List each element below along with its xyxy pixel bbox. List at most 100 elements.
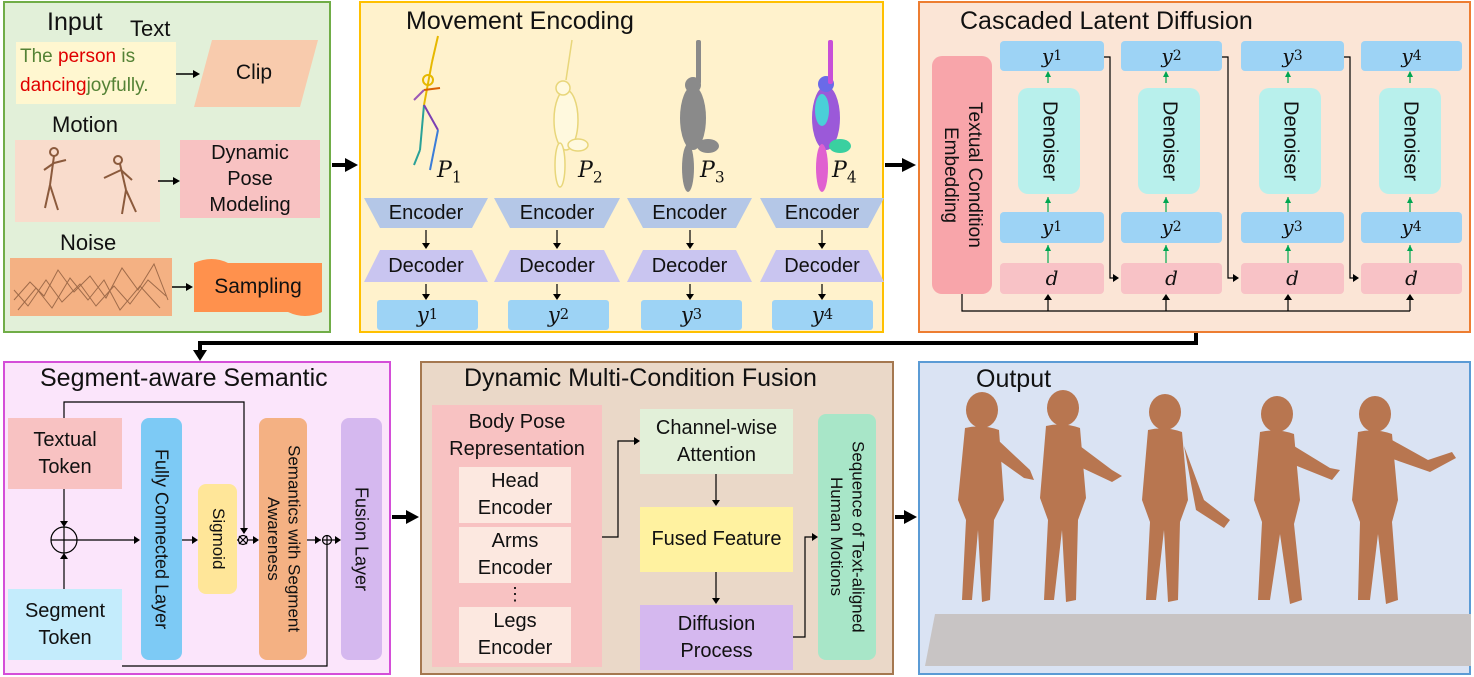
- pose-label-4: P4: [832, 158, 857, 187]
- encoder-shape-1: [364, 198, 488, 228]
- latent-shape-4: [772, 300, 873, 330]
- pose-label-2: P2: [578, 158, 603, 187]
- human-figure-5: [1352, 396, 1456, 604]
- clip-label: Clip: [235, 60, 273, 84]
- denoiser-4: Denoiser: [1379, 88, 1441, 194]
- fusion-layer: Fusion Layer: [341, 418, 382, 660]
- decoder-shape-3: [627, 250, 752, 282]
- segment-token: Segment Token: [8, 589, 122, 660]
- latent-shape-2: [508, 300, 609, 330]
- segment-title: Segment-aware Semantic: [40, 364, 328, 392]
- noise-texture: [13, 262, 169, 311]
- encoder-3: Encoder: [652, 201, 727, 224]
- sampling-shape: [194, 259, 322, 316]
- ellipsis: ⋮: [506, 583, 524, 604]
- ground-plane: [925, 614, 1471, 666]
- human-figure-1: [958, 392, 1034, 602]
- human-figure-3: [1142, 394, 1230, 602]
- input-title: Input: [47, 8, 103, 36]
- human-figure-4: [1254, 396, 1340, 604]
- fusion-title: Dynamic Multi-Condition Fusion: [464, 364, 817, 392]
- arms-encoder: Arms Encoder: [459, 527, 571, 583]
- word-dancing: dancing: [20, 75, 87, 96]
- denoiser-1: Denoiser: [1018, 88, 1080, 194]
- textual-condition-embedding: Textual Condition Embedding: [932, 56, 992, 294]
- sigmoid-box: Sigmoid: [198, 484, 237, 594]
- word-is: is: [121, 46, 136, 67]
- encoder-1: Encoder: [388, 201, 464, 224]
- head-encoder: Head Encoder: [459, 467, 571, 523]
- noise-thumbnail: [10, 258, 172, 316]
- denoiser-2: Denoiser: [1138, 88, 1200, 194]
- channel-wise-attention: Channel-wise Attention: [640, 409, 793, 474]
- d-box-1: d: [1000, 263, 1104, 294]
- text-prompt: The person is dancingjoyfully.: [16, 42, 176, 104]
- colored-mesh-pose-figure: [812, 40, 851, 192]
- decoder-shape-2: [494, 250, 620, 282]
- word-the: The: [20, 46, 53, 67]
- encoder-shape-3: [627, 198, 752, 228]
- motion-stick-figures: [43, 147, 137, 215]
- diffusion-title: Cascaded Latent Diffusion: [960, 7, 1253, 35]
- dpm-shape: [180, 140, 320, 218]
- output-title: Output: [976, 365, 1052, 393]
- movement-title: Movement Encoding: [406, 7, 634, 35]
- text-aligned-motion-sequence: Sequence of Text-aligned Human Motions: [818, 414, 876, 660]
- human-figure-2: [1040, 390, 1122, 602]
- decoder-shape-1: [364, 250, 488, 282]
- encoder-shape-2: [494, 198, 620, 228]
- sampling-label: Sampling: [214, 274, 302, 298]
- decoder-4: Decoder: [784, 255, 860, 277]
- gray-mesh-pose-figure: [680, 40, 719, 192]
- legs-encoder: Legs Encoder: [459, 607, 571, 663]
- d-box-3: d: [1241, 263, 1344, 294]
- noise-label: Noise: [60, 230, 117, 255]
- encoder-4: Encoder: [784, 201, 860, 224]
- wireframe-pose-figure: [553, 39, 589, 188]
- decoder-shape-4: [760, 250, 884, 282]
- diffusion-process: Diffusion Process: [640, 605, 793, 670]
- human-motion-figures: [958, 390, 1456, 604]
- denoiser-3: Denoiser: [1259, 88, 1321, 194]
- decoder-2: Decoder: [519, 255, 595, 277]
- fully-connected-layer: Fully Connected Layer: [141, 418, 182, 660]
- d-box-2: d: [1121, 263, 1222, 294]
- pose-label-3: P3: [700, 158, 725, 187]
- textual-token: Textual Token: [8, 418, 122, 489]
- clip-shape: [194, 40, 318, 107]
- text-label: Text: [130, 16, 171, 41]
- d-box-4: d: [1361, 263, 1462, 294]
- motion-label: Motion: [52, 112, 119, 137]
- word-joyfully: joyfully.: [86, 75, 149, 96]
- body-pose-label: Body Pose Representation: [449, 411, 585, 460]
- dpm-label: Dynamic Pose Modeling: [209, 142, 291, 216]
- motion-thumbnail: [15, 140, 160, 222]
- encoder-2: Encoder: [519, 201, 595, 224]
- pose-label-1: P1: [437, 158, 462, 187]
- latent-shape-1: [377, 300, 478, 330]
- skeleton-pose-figure: [413, 35, 441, 171]
- latent-shape-3: [641, 300, 742, 330]
- encoder-shape-4: [760, 198, 884, 228]
- word-person: person: [58, 46, 117, 67]
- decoder-3: Decoder: [651, 255, 728, 277]
